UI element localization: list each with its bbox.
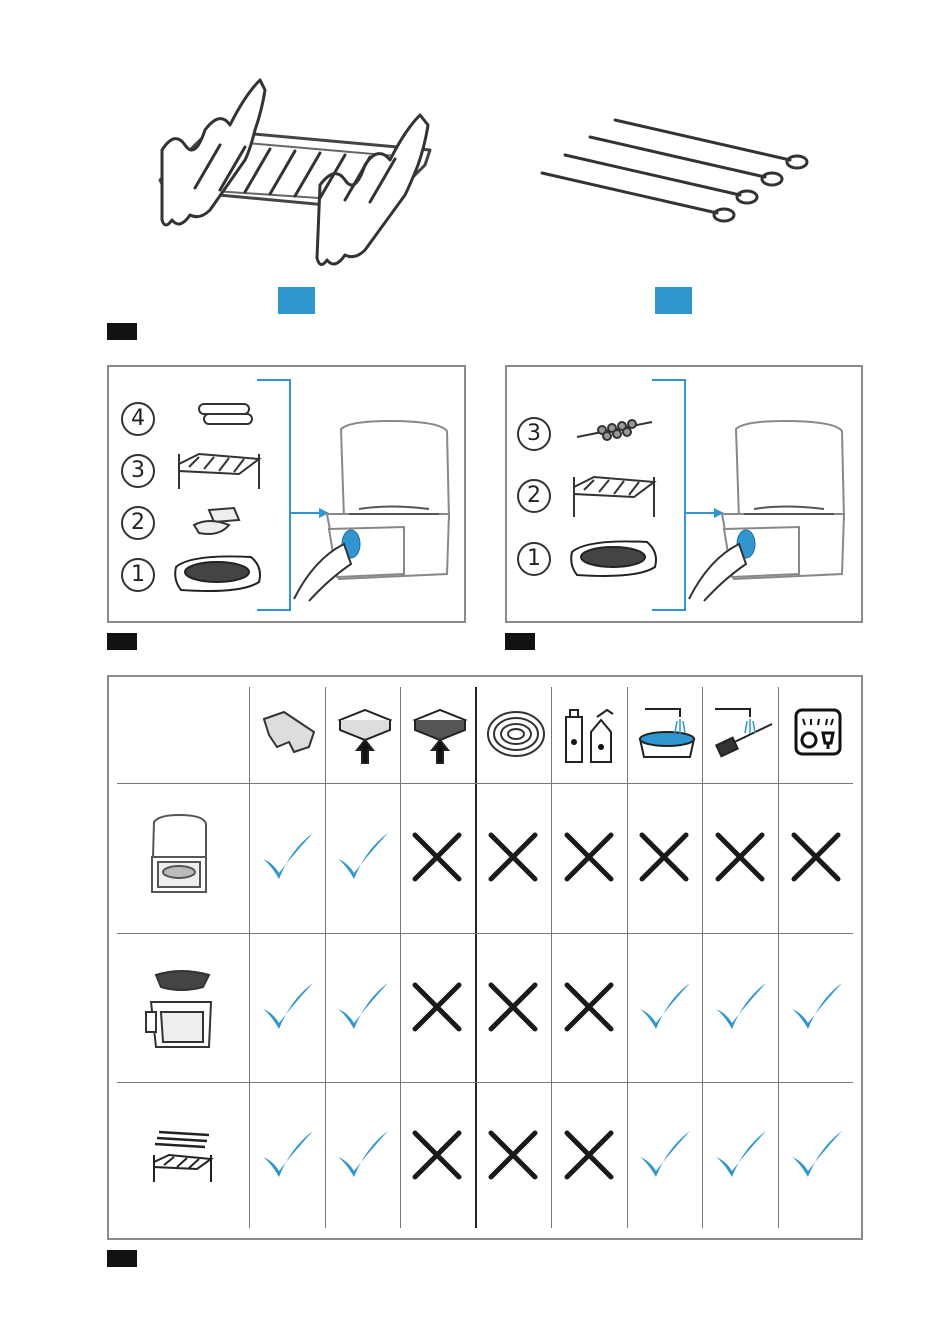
cross-icon xyxy=(710,827,770,887)
double-layer-assembly-panel: 4 3 2 1 xyxy=(107,365,466,623)
airfryer-insert-icon xyxy=(684,419,854,604)
skewers-illustration xyxy=(535,115,815,225)
cloth-icon xyxy=(259,707,319,757)
rack-icon xyxy=(569,472,659,522)
check-icon xyxy=(786,1125,846,1185)
cross-icon xyxy=(559,827,619,887)
layer-number: 2 xyxy=(121,506,155,540)
layer-number: 3 xyxy=(121,454,155,488)
basket-and-grid-icon xyxy=(141,967,217,1052)
cross-icon xyxy=(407,977,467,1037)
figure-tag-4 xyxy=(107,1250,137,1267)
check-icon xyxy=(332,827,392,887)
double-layer-rack-illustration xyxy=(150,70,440,275)
check-icon xyxy=(710,1125,770,1185)
figure-tag-3 xyxy=(505,633,535,650)
check-icon xyxy=(257,1125,317,1185)
rack-icon xyxy=(150,70,440,275)
soft-sponge-icon xyxy=(335,705,395,765)
cross-icon xyxy=(407,1125,467,1185)
assembly-bracket xyxy=(652,379,686,611)
layer-number: 4 xyxy=(121,402,155,436)
brush-under-tap-icon xyxy=(710,699,776,765)
airfryer-insert-icon xyxy=(289,419,459,604)
check-icon xyxy=(786,977,846,1037)
figure-tag-2 xyxy=(107,633,137,650)
check-icon xyxy=(332,977,392,1037)
layer-number: 1 xyxy=(517,542,551,576)
skewers-figure-badge xyxy=(655,287,692,314)
cross-icon xyxy=(483,827,543,887)
airfryer-housing-icon xyxy=(144,812,214,897)
crisper-grid-icon xyxy=(171,552,266,597)
dishwasher-icon xyxy=(793,707,843,757)
cross-icon xyxy=(483,1125,543,1185)
crisper-grid-icon xyxy=(567,537,662,582)
figure-tag-1 xyxy=(107,323,137,340)
check-icon xyxy=(332,1125,392,1185)
check-icon xyxy=(634,977,694,1037)
food-pieces-icon xyxy=(189,505,249,540)
abrasive-sponge-icon xyxy=(410,705,470,765)
cross-icon xyxy=(786,827,846,887)
rack-icon xyxy=(174,449,264,494)
cross-icon xyxy=(559,977,619,1037)
soak-in-water-icon xyxy=(635,699,699,765)
sausages-icon xyxy=(189,399,259,429)
kebab-skewers-icon xyxy=(572,412,657,447)
cross-icon xyxy=(634,827,694,887)
steel-wool-icon xyxy=(485,707,547,762)
skewer-assembly-panel: 3 2 1 xyxy=(505,365,863,623)
cross-icon xyxy=(483,977,543,1037)
cleaning-method-table xyxy=(107,675,863,1240)
check-icon xyxy=(634,1125,694,1185)
cleaning-spray-icon xyxy=(561,702,621,764)
check-icon xyxy=(257,827,317,887)
layer-number: 3 xyxy=(517,417,551,451)
rack-and-skewers-icon xyxy=(149,1127,219,1187)
cross-icon xyxy=(407,827,467,887)
layer-number: 1 xyxy=(121,558,155,592)
layer-number: 2 xyxy=(517,479,551,513)
cross-icon xyxy=(559,1125,619,1185)
assembly-bracket xyxy=(257,379,291,611)
check-icon xyxy=(257,977,317,1037)
skewers-icon xyxy=(535,115,815,225)
check-icon xyxy=(710,977,770,1037)
rack-figure-badge xyxy=(278,287,315,314)
